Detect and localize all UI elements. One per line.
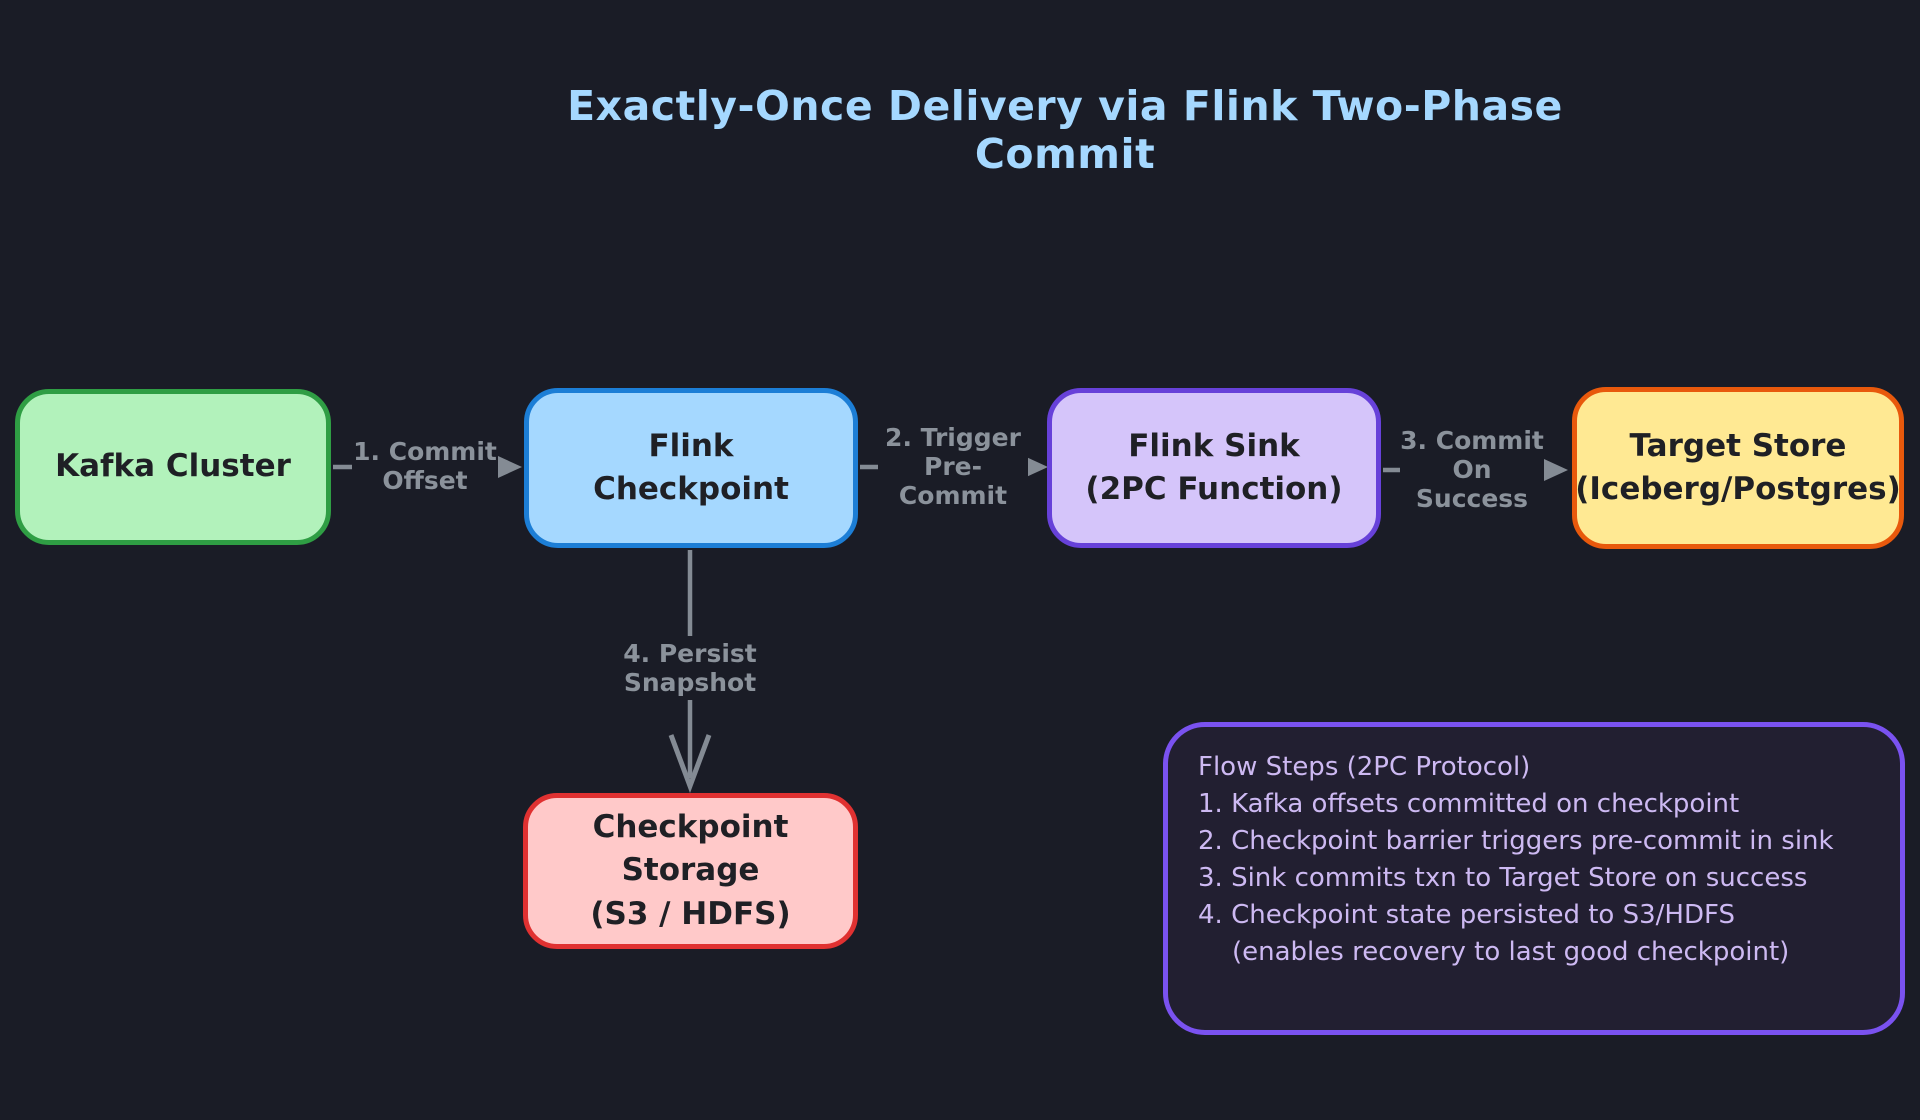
arrowhead-commit-offset xyxy=(498,456,522,478)
edge-label-line: 3. Commit xyxy=(1400,425,1544,455)
node-kafka-cluster[interactable]: Kafka Cluster xyxy=(15,389,331,545)
arrowhead-persist-snapshot xyxy=(668,734,712,794)
node-label: Kafka Cluster xyxy=(55,448,291,485)
edge-label-line: 2. Trigger xyxy=(885,422,1021,452)
flow-steps-note[interactable]: Flow Steps (2PC Protocol) 1. Kafka offse… xyxy=(1163,722,1905,1035)
node-flink-checkpoint[interactable]: Flink Checkpoint xyxy=(524,388,858,548)
node-flink-sink[interactable]: Flink Sink (2PC Function) xyxy=(1047,388,1381,548)
node-label: (Iceberg/Postgres) xyxy=(1575,471,1901,507)
note-footnote: (enables recovery to last good checkpoin… xyxy=(1232,937,1790,967)
arrowhead-commit-on-success xyxy=(1544,459,1568,481)
note-item: 4. Checkpoint state persisted to S3/HDFS xyxy=(1198,900,1735,930)
node-label: Flink Sink xyxy=(1128,427,1300,464)
arrowhead-trigger-pre-commit xyxy=(1024,456,1048,478)
node-label: (S3 / HDFS) xyxy=(590,895,791,932)
node-label: Target Store xyxy=(1629,427,1847,464)
edge-label-commit-offset[interactable]: 1. Commit Offset xyxy=(352,436,498,496)
note-item: 1. Kafka offsets committed on checkpoint xyxy=(1198,789,1740,819)
edge-label-line: 4. Persist xyxy=(623,639,757,668)
edge-label-line: Offset xyxy=(382,466,468,495)
edge-label-trigger-pre-commit[interactable]: 2. Trigger Pre-Commit xyxy=(878,423,1028,510)
edge-label-line: Pre-Commit xyxy=(898,451,1008,510)
note-title: Flow Steps (2PC Protocol) xyxy=(1198,752,1531,782)
node-target-store[interactable]: Target Store (Iceberg/Postgres) xyxy=(1572,387,1904,549)
note-item: 3. Sink commits txn to Target Store on s… xyxy=(1198,863,1808,893)
node-label: (2PC Function) xyxy=(1085,471,1343,507)
note-item: 2. Checkpoint barrier triggers pre-commi… xyxy=(1198,826,1834,856)
edge-label-line: 1. Commit xyxy=(353,437,497,466)
node-label: Checkpoint xyxy=(593,471,789,507)
edge-label-commit-on-success[interactable]: 3. Commit On Success xyxy=(1400,426,1544,513)
edge-label-persist-snapshot[interactable]: 4. Persist Snapshot xyxy=(598,636,782,700)
node-label: Checkpoint Storage xyxy=(592,808,789,889)
diagram-title: Exactly-Once Delivery via Flink Two-Phas… xyxy=(567,82,1563,178)
node-label: Flink xyxy=(648,427,734,464)
edge-label-line: On Success xyxy=(1415,454,1529,513)
edge-label-line: Snapshot xyxy=(623,668,757,697)
node-checkpoint-storage[interactable]: Checkpoint Storage (S3 / HDFS) xyxy=(523,793,858,949)
